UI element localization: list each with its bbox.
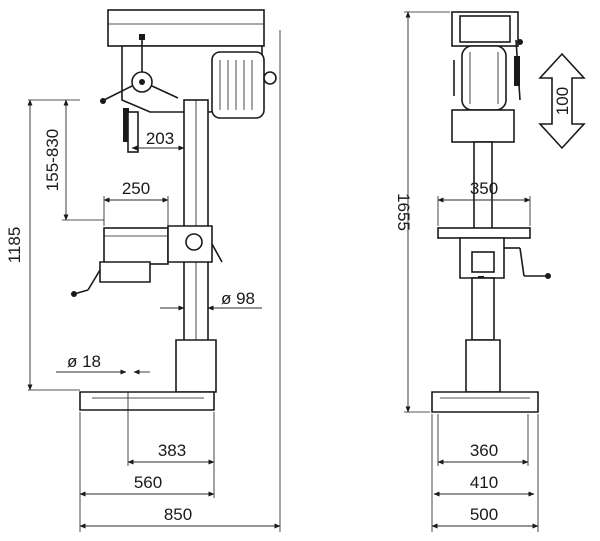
dim-table-size-front: 350 — [470, 179, 498, 198]
side-view — [71, 9, 277, 418]
front-column-housing — [465, 339, 501, 393]
dim-base-560: 560 — [134, 473, 162, 492]
dim-column-diameter: ø 98 — [221, 289, 255, 308]
dim-total-height: 1185 — [5, 227, 24, 264]
dim-table-size-side: 250 — [122, 179, 150, 198]
dim-overall-depth: 850 — [164, 505, 192, 524]
feed-handle — [100, 34, 179, 142]
dim-base-width: 500 — [470, 505, 498, 524]
column-base-housing — [175, 339, 217, 393]
dim-quill-stroke: 100 — [553, 87, 572, 115]
dim-base-383: 383 — [158, 441, 186, 460]
dim-spindle-diameter: ø 18 — [67, 352, 101, 371]
front-view-dimensions: 1655 350 100 360 410 500 — [394, 11, 586, 532]
side-head-top — [107, 9, 265, 47]
side-view-dimensions: 1185 155-830 203 250 ø 98 ø 18 383 560 — [5, 30, 281, 532]
dim-front-height: 1655 — [394, 193, 413, 231]
front-head-lower — [451, 109, 515, 143]
dim-base-360: 360 — [470, 441, 498, 460]
dim-base-410: 410 — [470, 473, 498, 492]
side-table — [71, 225, 223, 297]
front-view — [431, 11, 551, 413]
dim-spindle-offset: 203 — [146, 129, 174, 148]
side-spindle — [127, 111, 139, 153]
front-motor — [461, 45, 507, 111]
front-lower-column — [471, 277, 495, 341]
side-base — [79, 391, 215, 418]
dim-head-travel: 155-830 — [43, 129, 62, 191]
side-column — [183, 99, 209, 351]
front-table — [437, 227, 551, 290]
motor — [211, 51, 277, 119]
quill-stroke-arrow: 100 — [538, 52, 586, 150]
front-base — [431, 391, 539, 413]
